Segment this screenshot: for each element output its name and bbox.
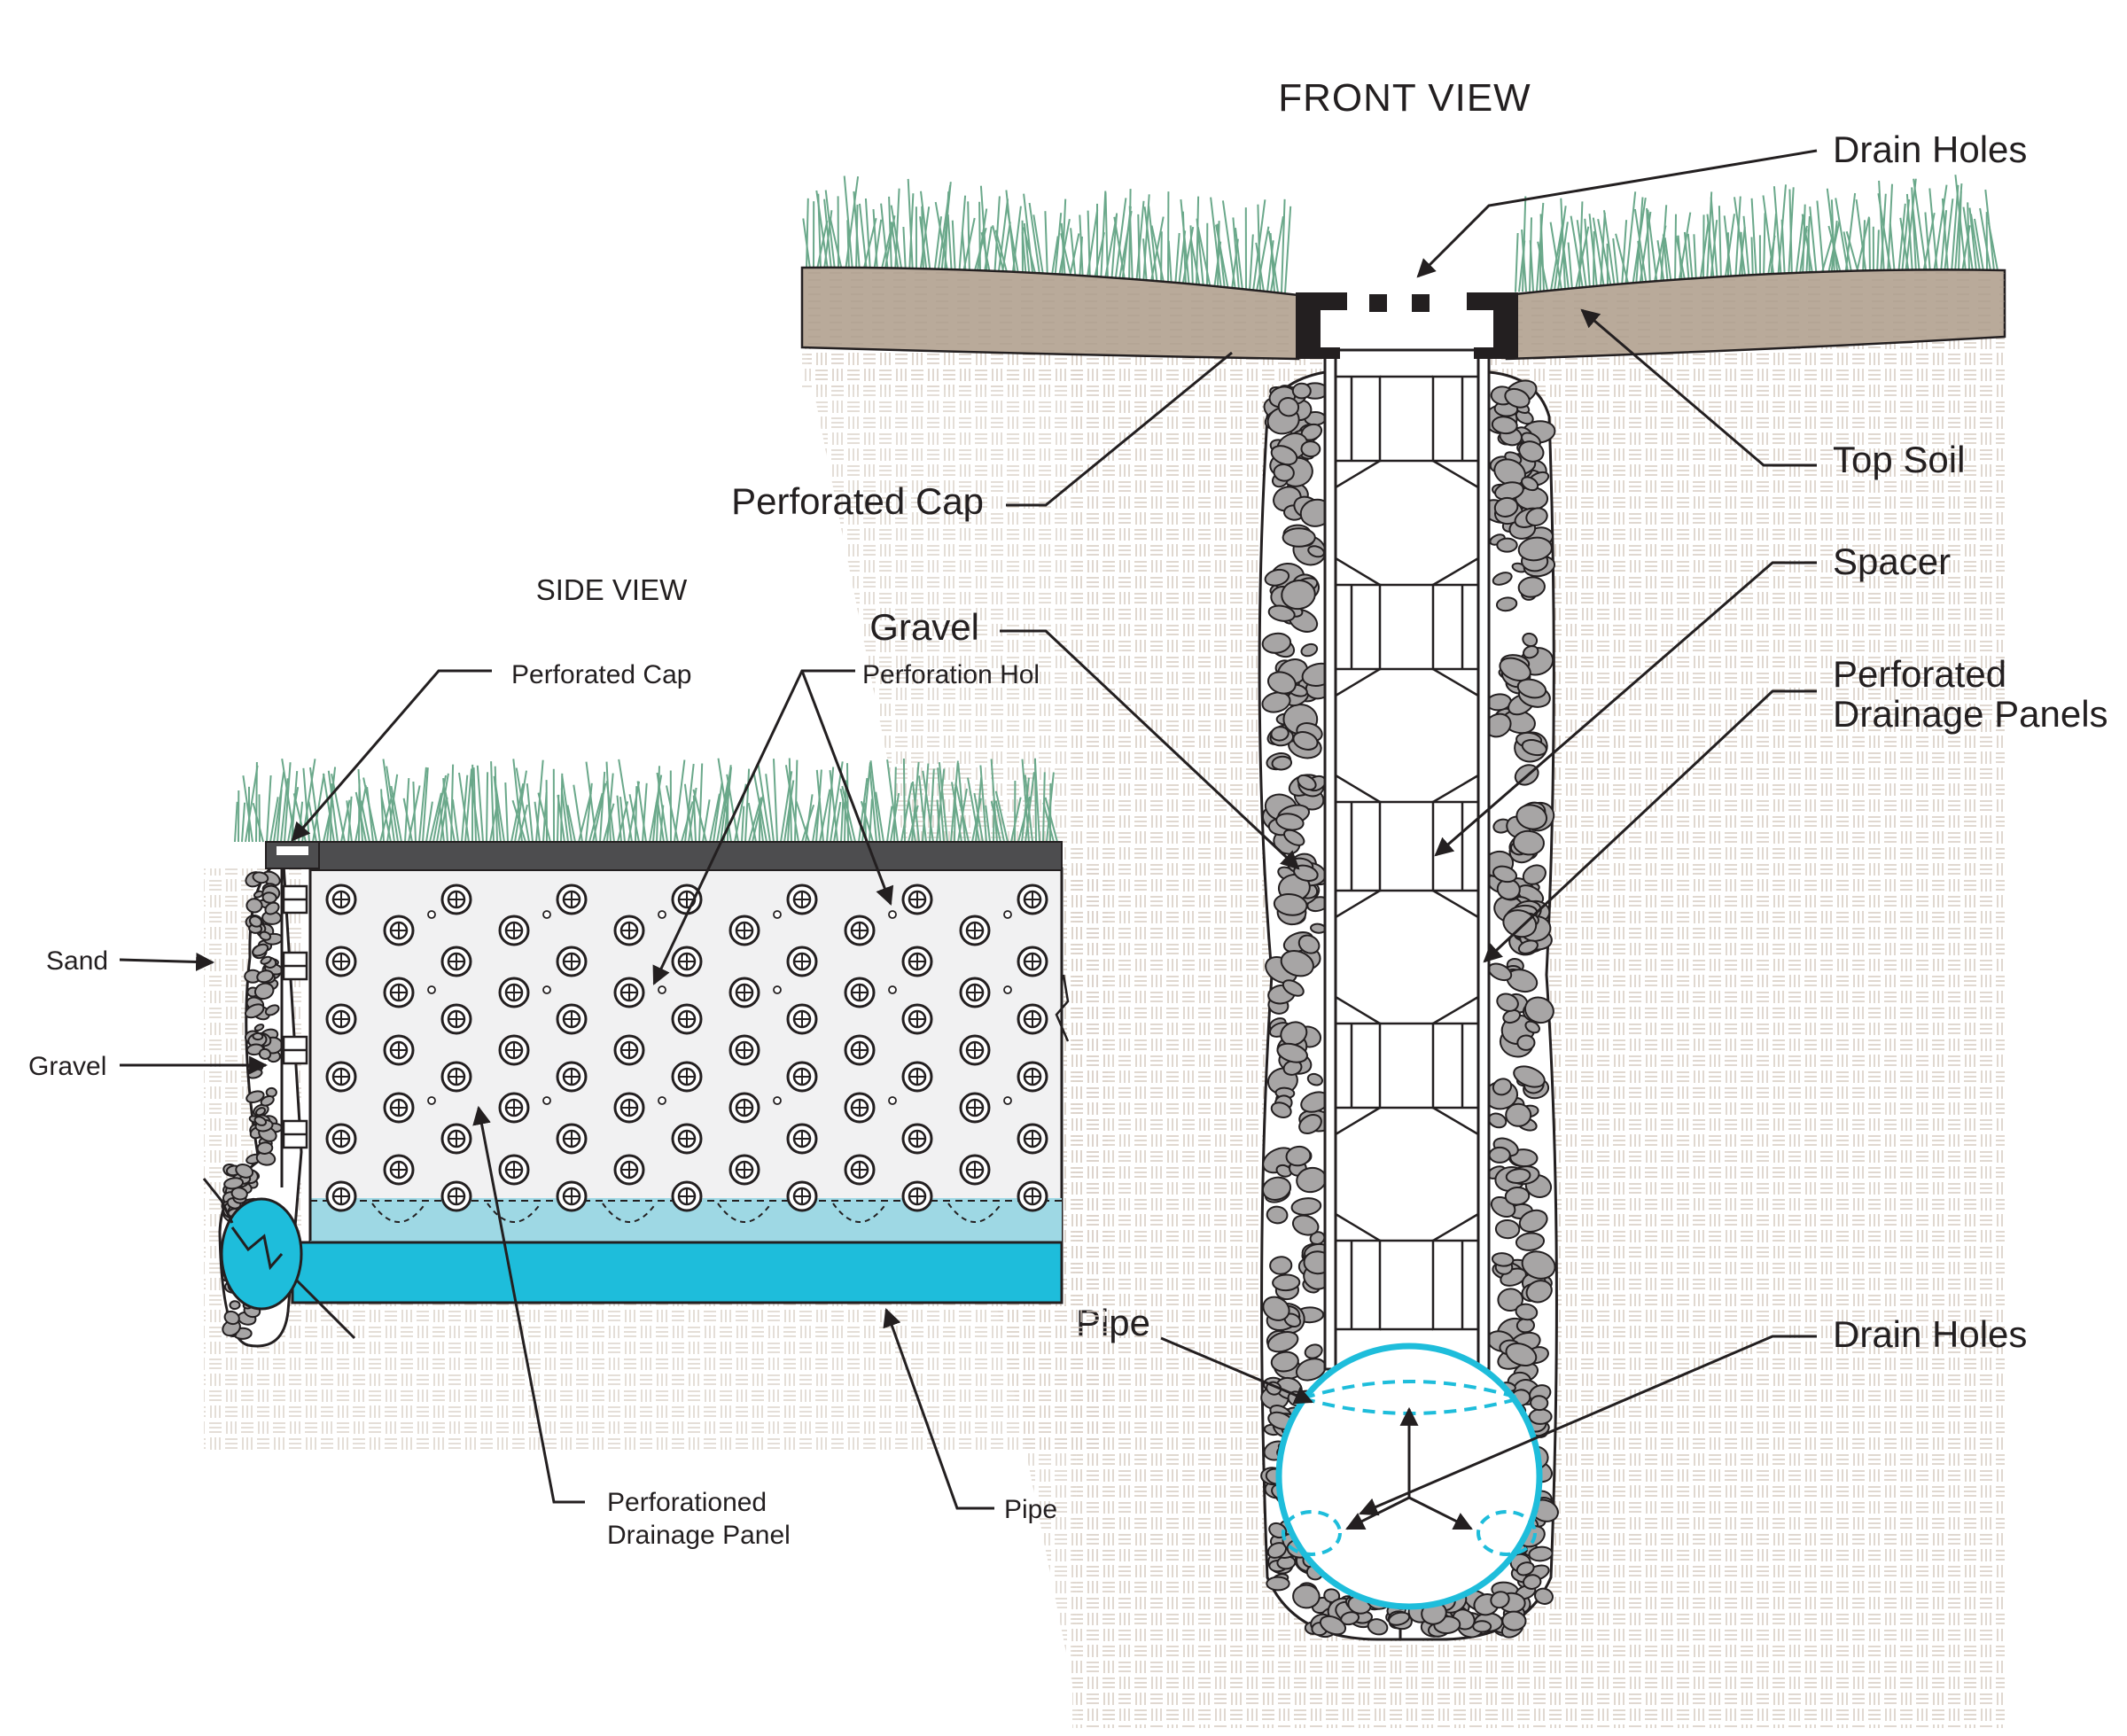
front-drain-hole-block <box>1369 294 1387 312</box>
side-spacers <box>282 884 308 1149</box>
side-perforation-holes <box>325 884 1048 1223</box>
label-spacer: Spacer <box>1833 541 1951 582</box>
label-gravel-front: Gravel <box>869 606 979 648</box>
label-pipe-side: Pipe <box>1004 1495 1057 1524</box>
label-perforated-cap-front: Perforated Cap <box>731 480 984 522</box>
label-panel-line2: Drainage Panel <box>607 1521 791 1550</box>
front-spacers <box>1334 375 1480 1331</box>
label-perforation-holes: Perforation Hol <box>862 660 1040 689</box>
label-perforated-cap-side: Perforated Cap <box>511 660 691 689</box>
front-panel-column <box>1323 348 1491 1371</box>
side-view-title: SIDE VIEW <box>536 573 688 606</box>
label-top-soil: Top Soil <box>1833 439 1965 480</box>
front-view-title: FRONT VIEW <box>1278 76 1531 120</box>
label-perforated-drainage-panels-1: Perforated <box>1833 653 2006 695</box>
grass-front <box>802 175 1998 293</box>
side-pipe <box>291 1241 1064 1304</box>
side-drainage-panel <box>308 867 1064 1242</box>
side-top-bar <box>309 841 1063 871</box>
front-perforated-cap <box>1296 292 1347 359</box>
label-gravel-side: Gravel <box>28 1052 106 1081</box>
label-drain-holes-top: Drain Holes <box>1833 128 2027 170</box>
label-sand: Sand <box>46 946 108 976</box>
grass-side <box>234 758 1058 843</box>
side-view: SIDE VIEW Perforated Cap Perforation Hol… <box>28 573 1108 1550</box>
label-perforated-drainage-panels-2: Drainage Panels <box>1833 693 2108 735</box>
side-pipe-end <box>220 1197 303 1311</box>
label-drain-holes-bottom: Drain Holes <box>1833 1313 2027 1355</box>
label-panel-line1: Perforationed <box>607 1488 767 1517</box>
front-pipe <box>1275 1343 1543 1610</box>
